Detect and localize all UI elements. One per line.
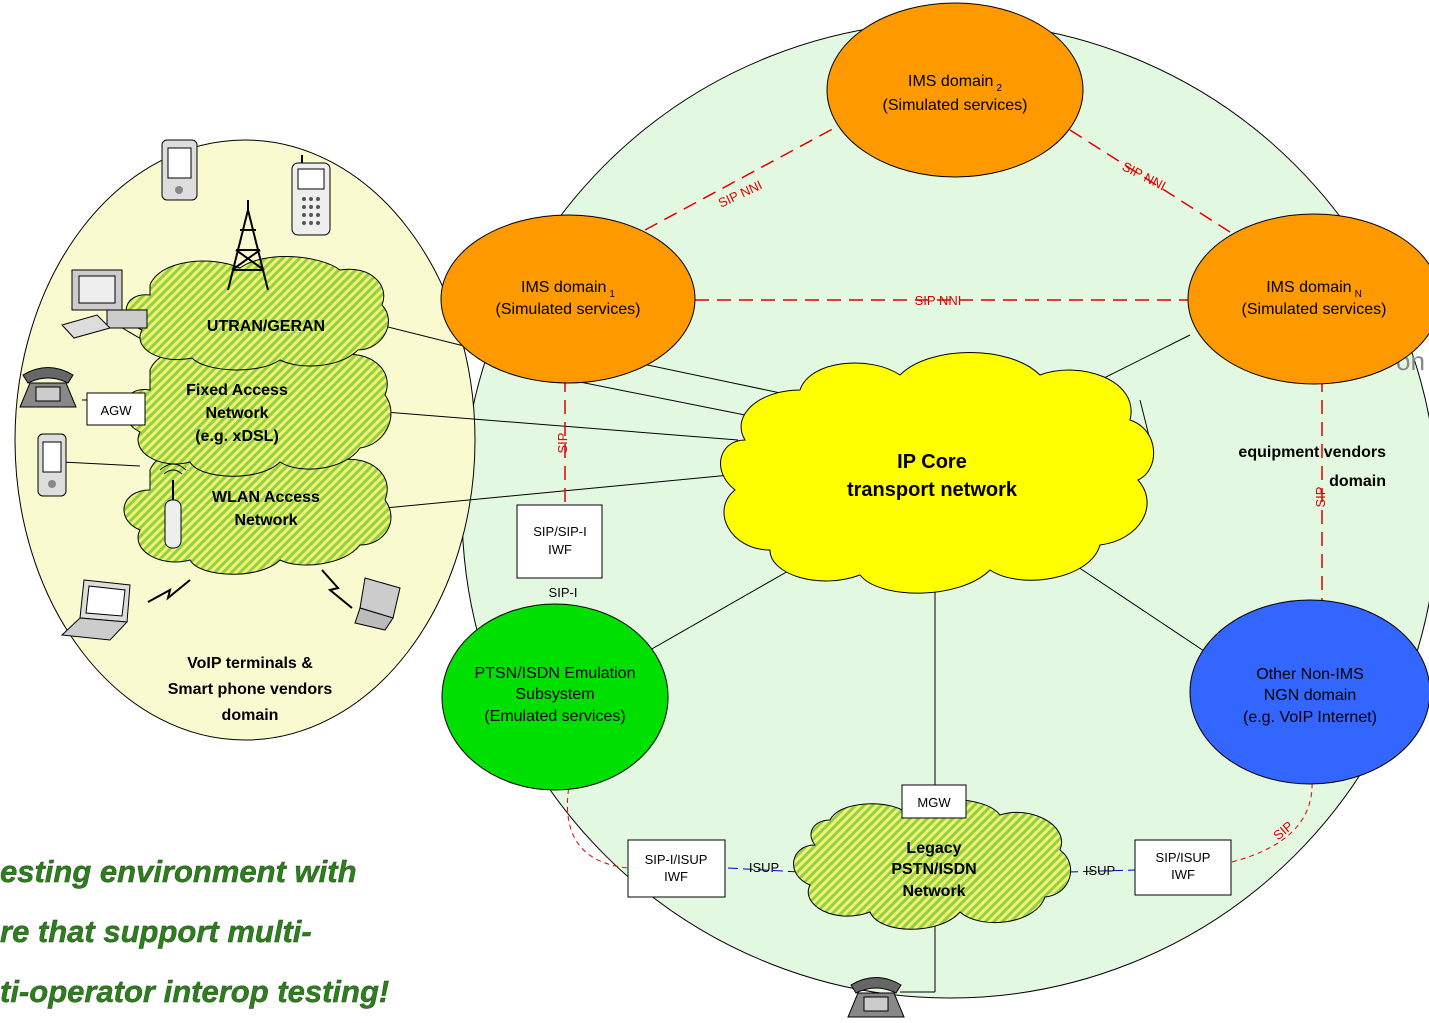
svg-text:Network: Network: [902, 883, 965, 900]
svg-text:Network: Network: [205, 405, 268, 422]
svg-text:IP Core: IP Core: [897, 451, 967, 473]
link-label: SIP: [555, 433, 570, 454]
svg-text:(e.g. VoIP Internet): (e.g. VoIP Internet): [1243, 709, 1377, 726]
pda-icon: [161, 139, 198, 201]
svg-text:IWF: IWF: [548, 542, 572, 557]
vendors-domain-label: equipment vendors domain: [1238, 444, 1386, 490]
utran-geran-cloud[interactable]: UTRAN/GERAN: [125, 255, 389, 371]
svg-text:UTRAN/GERAN: UTRAN/GERAN: [207, 318, 325, 335]
svg-text:AGW: AGW: [100, 403, 132, 418]
svg-text:esting environment with: esting environment with: [0, 854, 357, 889]
svg-text:re that support multi-: re that support multi-: [0, 914, 312, 949]
pda-icon: [37, 433, 67, 497]
desktop-computer-icon: [61, 269, 148, 339]
terminals-domain-label: VoIP terminals & Smart phone vendors dom…: [168, 655, 333, 724]
svg-text:WLAN Access: WLAN Access: [212, 489, 320, 506]
slogan-text: esting environment with re that support …: [0, 854, 389, 1009]
svg-text:(Simulated services): (Simulated services): [496, 301, 641, 318]
sip-isup-iwf-box[interactable]: SIP/ISUP IWF: [1134, 839, 1232, 896]
link-label: SIP NNI: [915, 293, 962, 308]
link-label: ISUP: [1085, 863, 1115, 878]
svg-text:Subsystem: Subsystem: [515, 686, 594, 703]
svg-text:domain: domain: [222, 707, 279, 724]
mobile-phone-icon: [291, 155, 331, 236]
svg-text:ti-operator interop testing!: ti-operator interop testing!: [0, 974, 389, 1009]
non-ims-ngn-domain[interactable]: Other Non-IMS NGN domain (e.g. VoIP Inte…: [1189, 599, 1429, 785]
lightning-icon: [147, 569, 353, 609]
link-label: ISUP: [749, 860, 779, 875]
svg-text:MGW: MGW: [917, 795, 951, 810]
legacy-pstn-cloud[interactable]: Legacy PSTN/ISDN Network: [793, 799, 1072, 930]
svg-text:SIP/SIP-I: SIP/SIP-I: [533, 524, 586, 539]
solid-links: [61, 321, 1211, 993]
link-label: SIP: [1313, 487, 1328, 508]
svg-text:Fixed Access: Fixed Access: [186, 382, 288, 399]
svg-text:Network: Network: [234, 512, 297, 529]
svg-text:PTSN/ISDN Emulation: PTSN/ISDN Emulation: [475, 665, 636, 682]
svg-text:Legacy: Legacy: [906, 840, 961, 857]
svg-text:IWF: IWF: [1171, 867, 1195, 882]
flip-phone-icon: [354, 577, 401, 631]
svg-text:NGN domain: NGN domain: [1264, 687, 1356, 704]
link-label: SIP-I: [549, 585, 578, 600]
agw-box[interactable]: AGW: [86, 392, 146, 426]
svg-text:SIP-I/ISUP: SIP-I/ISUP: [645, 852, 708, 867]
svg-text:equipment vendors: equipment vendors: [1238, 444, 1386, 461]
svg-text:VoIP terminals &: VoIP terminals &: [187, 655, 313, 672]
ip-core-cloud[interactable]: IP Core transport network: [720, 352, 1154, 594]
sip-dashed-links: [564, 124, 1323, 612]
wlan-access-cloud[interactable]: WLAN Access Network: [123, 441, 392, 575]
svg-text:transport network: transport network: [847, 479, 1018, 501]
svg-text:Other Non-IMS: Other Non-IMS: [1256, 666, 1364, 683]
svg-text:(Emulated services): (Emulated services): [484, 708, 625, 725]
svg-text:domain: domain: [1329, 473, 1386, 490]
svg-text:SIP/ISUP: SIP/ISUP: [1156, 850, 1211, 865]
pstn-isdn-emulation-subsystem[interactable]: PTSN/ISDN Emulation Subsystem (Emulated …: [441, 603, 669, 791]
fixed-access-cloud[interactable]: Fixed Access Network (e.g. xDSL): [123, 340, 392, 477]
sip-iwf-box[interactable]: SIP/SIP-I IWF: [516, 504, 603, 579]
svg-text:(Simulated services): (Simulated services): [883, 97, 1028, 114]
desk-phone-icon: [847, 977, 905, 1018]
svg-text:(e.g. xDSL): (e.g. xDSL): [195, 428, 279, 445]
desk-phone-icon: [19, 367, 77, 408]
svg-text:Smart phone vendors: Smart phone vendors: [168, 681, 333, 698]
svg-text:PSTN/ISDN: PSTN/ISDN: [891, 861, 976, 878]
antenna-tower-icon: [227, 200, 269, 291]
mgw-box[interactable]: MGW: [901, 784, 967, 819]
laptop-icon: [60, 579, 131, 641]
wifi-access-point-icon: [159, 463, 187, 549]
sip-i-isup-iwf-box[interactable]: SIP-I/ISUP IWF: [627, 839, 726, 898]
svg-text:(Simulated services): (Simulated services): [1242, 301, 1387, 318]
svg-text:IWF: IWF: [664, 869, 688, 884]
